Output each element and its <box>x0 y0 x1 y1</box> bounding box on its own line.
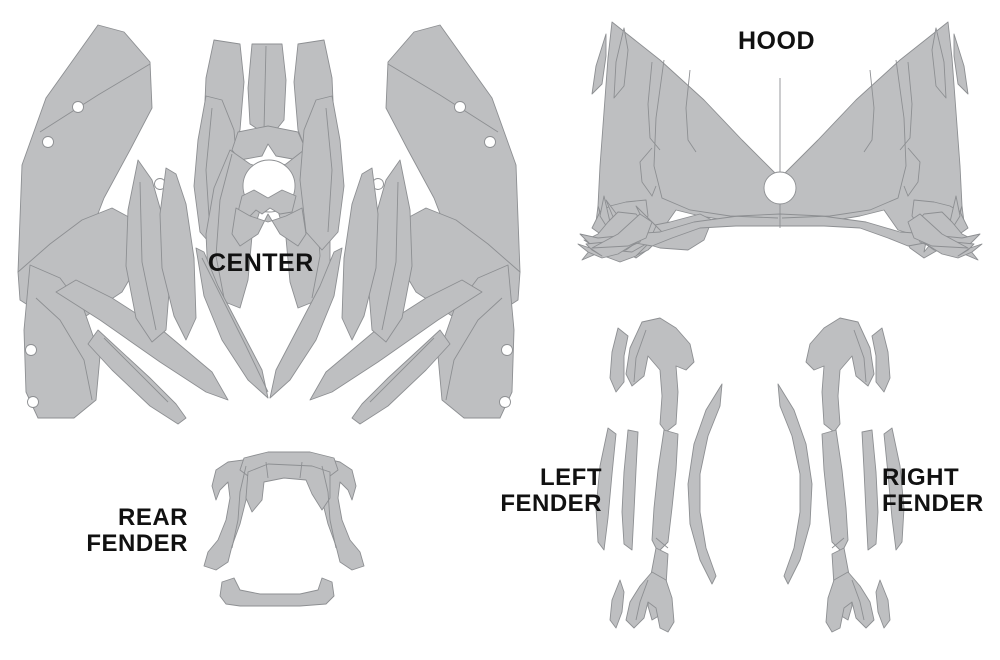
left-fender-mid-strip <box>651 429 679 553</box>
hood-left-cowl-seam <box>653 59 779 219</box>
left-fender-lower-foot <box>625 571 675 633</box>
mount-hole <box>501 344 513 356</box>
center-left-blade-seam <box>139 181 157 331</box>
rear-fender-center-block <box>245 463 331 513</box>
hood-left-vent-2 <box>685 69 697 153</box>
panel-label-left-fender: LEFT FENDER <box>500 464 602 517</box>
center-shield-seam-left <box>215 153 233 299</box>
left-fender-arc <box>687 383 723 585</box>
hood-left-notch-outer <box>591 33 607 95</box>
rear-fender-seam-left <box>231 465 247 549</box>
hood-left-bracket-seam <box>639 147 657 197</box>
mount-hole <box>484 136 496 148</box>
right-fender-mid-strip <box>821 429 849 553</box>
hood-right-notch-inner <box>931 27 947 99</box>
right-fender-arc <box>777 383 813 585</box>
left-fender-outer-strip <box>595 427 617 551</box>
right-fender-upper-seam <box>853 329 867 383</box>
center-right-blade-seam <box>381 181 399 331</box>
left-fender-lower-sliver <box>609 579 625 629</box>
center-left-diagonal-wedge <box>55 279 229 401</box>
right-fender-upper-sliver <box>871 327 891 393</box>
center-top-tongue <box>247 43 287 133</box>
center-right-long-strip <box>351 329 451 425</box>
center-right-diagonal-wedge <box>309 279 483 401</box>
hood-right-notch-outer <box>953 33 969 95</box>
right-fender-upper-bracket <box>805 317 875 433</box>
center-inner-wing <box>231 207 307 247</box>
right-fender-outer-strip <box>883 427 905 551</box>
left-fender-mid-seam <box>655 537 669 549</box>
center-left-skirt-seam <box>35 297 93 401</box>
center-right-console-seam <box>325 107 333 233</box>
mount-hole <box>27 396 39 408</box>
mount-hole <box>42 136 54 148</box>
center-left-console-seam <box>205 107 213 233</box>
center-right-console-lower <box>299 95 345 251</box>
hood-left-corner-wing <box>591 213 653 249</box>
right-fender-lower-foot <box>825 571 875 633</box>
panel-label-center: CENTER <box>208 249 314 277</box>
center-left-outer-seam <box>39 63 151 133</box>
rear-fender-lower-strip <box>219 577 335 607</box>
center-right-mid-blade <box>341 167 379 341</box>
group-rear-fender <box>203 451 365 607</box>
rear-fender-seam-center <box>265 461 303 479</box>
hood-left-notch-inner <box>613 27 629 99</box>
hood-right-bracket-seam <box>903 147 921 197</box>
center-right-strip-seam <box>369 337 435 403</box>
center-lower-right-v <box>269 247 343 399</box>
left-fender-inner-strip <box>621 429 639 551</box>
center-left-mid-blade <box>159 167 197 341</box>
panel-label-right-fender: RIGHT FENDER <box>882 464 984 517</box>
mount-hole <box>72 101 84 113</box>
group-hood <box>577 21 983 263</box>
hood-right-vent-2 <box>863 69 875 153</box>
hood-headlight-cutout <box>763 171 797 205</box>
left-fender-upper-bracket <box>625 317 695 433</box>
hood-left-vent-1 <box>647 61 661 151</box>
panel-label-rear-fender: REAR FENDER <box>86 504 188 557</box>
center-top-tongue-seam <box>263 45 267 131</box>
right-fender-mid-seam <box>831 537 845 549</box>
hood-right-corner-wing <box>907 213 969 249</box>
group-center <box>17 24 521 425</box>
center-lower-v-seam <box>201 257 269 393</box>
right-fender-lower-seam <box>851 579 865 621</box>
center-lower-left-v <box>195 247 269 399</box>
mount-hole <box>454 101 466 113</box>
center-left-strip-seam <box>103 337 169 403</box>
right-fender-inner-strip <box>861 429 879 551</box>
right-fender-lower-sliver <box>875 579 891 629</box>
center-right-outer-seam <box>387 63 499 133</box>
group-right-fender <box>777 317 905 633</box>
mount-hole <box>499 396 511 408</box>
center-left-long-strip <box>87 329 187 425</box>
center-left-inner-blade <box>125 159 171 343</box>
center-right-inner-blade <box>367 159 413 343</box>
mount-hole <box>25 344 37 356</box>
center-right-skirt-seam <box>445 297 503 401</box>
left-fender-upper-seam <box>633 329 647 383</box>
left-fender-lower-seam <box>635 579 649 621</box>
panel-label-hood: HOOD <box>738 27 815 55</box>
hood-right-cowl-seam <box>781 59 907 219</box>
rear-fender-seam-right <box>321 465 337 549</box>
hood-right-vent-1 <box>899 61 913 151</box>
center-cap-piece <box>231 125 307 161</box>
group-left-fender <box>595 317 723 633</box>
left-fender-upper-sliver <box>609 327 629 393</box>
